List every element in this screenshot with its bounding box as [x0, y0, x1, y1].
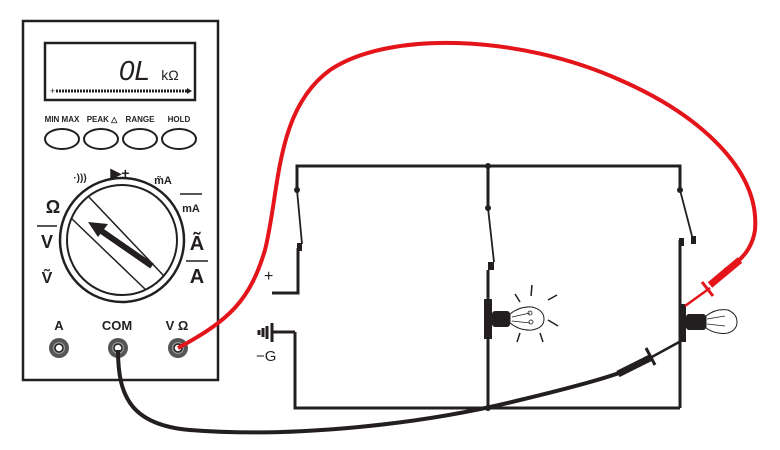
red-test-lead[interactable] — [177, 40, 758, 350]
peak-button[interactable] — [83, 128, 119, 150]
hold-button[interactable] — [161, 128, 197, 150]
jack-label-com: COM — [102, 318, 132, 333]
jack-a[interactable] — [49, 338, 69, 358]
ac-ma-label: m̃A — [154, 175, 172, 187]
dc-ma-label: mA — [182, 203, 200, 215]
jack-label-a: A — [54, 318, 64, 333]
continuity-label: ·))) — [73, 173, 86, 184]
unlit-lamp — [679, 304, 738, 342]
multimeter: 0L kΩ + MIN MAX PEAK △ RANGE HOLD ·))) ▶… — [21, 19, 220, 382]
jack-label-v-ohm: V Ω — [166, 318, 189, 333]
range-button[interactable] — [122, 128, 158, 150]
button-label-peak: PEAK △ — [87, 115, 118, 124]
light-rays-icon — [514, 284, 559, 343]
black-test-lead[interactable] — [116, 349, 623, 435]
rotary-dial[interactable] — [58, 176, 186, 304]
ac-a-label: Ã — [190, 232, 204, 255]
dc-a-label: A — [190, 266, 204, 288]
ohm-label: Ω — [46, 197, 60, 217]
circuit — [257, 164, 696, 410]
lit-lamp — [484, 284, 559, 343]
bottom-wire — [293, 332, 680, 410]
ac-v-label: Ṽ — [42, 267, 53, 287]
min-max-button[interactable] — [44, 128, 80, 150]
dial-pointer — [98, 227, 154, 269]
bargraph-sign: + — [50, 86, 55, 96]
middle-switch-blade — [487, 207, 495, 263]
black-probe[interactable] — [616, 339, 682, 378]
plus-wire — [272, 248, 300, 295]
button-label-min-max: MIN MAX — [45, 115, 80, 124]
button-label-hold: HOLD — [168, 115, 191, 124]
right-switch-blade — [679, 189, 693, 237]
display-unit: kΩ — [161, 67, 178, 83]
dial-arrow-icon — [88, 222, 108, 237]
bargraph-arrow — [187, 88, 192, 94]
left-switch-blade — [296, 189, 303, 245]
display-value: 0L — [119, 55, 150, 86]
dc-v-label: V — [41, 232, 53, 252]
plus-label: + — [264, 268, 273, 285]
button-label-range: RANGE — [126, 115, 156, 124]
red-probe[interactable] — [684, 257, 743, 308]
ground-label: −G — [256, 348, 276, 365]
